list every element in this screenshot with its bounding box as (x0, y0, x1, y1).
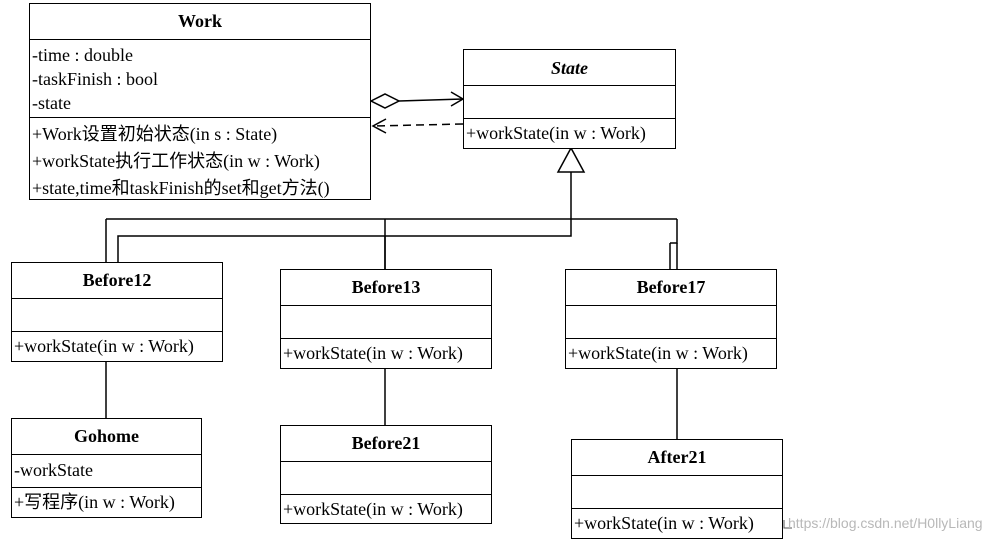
operations-section: +workState(in w : Work) (12, 332, 222, 359)
operation: +workState(in w : Work) (283, 343, 463, 363)
operations-section: +Work设置初始状态(in s : State) +workState执行工作… (30, 118, 370, 202)
attributes-section (572, 476, 782, 509)
operations-section: +写程序(in w : Work) (12, 488, 201, 515)
class-before13: Before13 +workState(in w : Work) (280, 269, 492, 369)
operations-section: +workState(in w : Work) (572, 509, 782, 536)
attribute: -time : double (32, 45, 133, 65)
class-name: Gohome (12, 419, 201, 455)
dependency-line (373, 123, 464, 127)
operations-section: +workState(in w : Work) (281, 495, 491, 522)
generalization-link-before17-inner (670, 219, 678, 244)
generalization-arrowhead (556, 146, 586, 173)
class-before21: Before21 +workState(in w : Work) (280, 425, 492, 524)
operation: +workState(in w : Work) (466, 123, 646, 143)
class-name: Before12 (12, 263, 222, 299)
attributes-section (566, 306, 776, 339)
operation: +workState(in w : Work) (574, 513, 754, 533)
attributes-section (281, 462, 491, 495)
operations-section: +workState(in w : Work) (566, 339, 776, 366)
class-before17: Before17 +workState(in w : Work) (565, 269, 777, 369)
attribute: -workState (14, 460, 93, 480)
generalization-link-before12-inner (117, 219, 572, 262)
attribute: -taskFinish : bool (32, 69, 159, 89)
operation: +写程序(in w : Work) (14, 492, 175, 512)
operation: +workState(in w : Work) (568, 343, 748, 363)
operations-section: +workState(in w : Work) (464, 119, 675, 146)
dependency-arrowhead (371, 118, 387, 134)
class-name: After21 (572, 440, 782, 476)
aggregation-line (398, 98, 464, 102)
class-before12: Before12 +workState(in w : Work) (11, 262, 223, 362)
attributes-section: -workState (12, 455, 201, 488)
watermark: https://blog.csdn.net/H0llyLiang (788, 515, 983, 531)
aggregation-diamond (369, 93, 401, 109)
operation: +workState(in w : Work) (14, 336, 194, 356)
attributes-section (12, 299, 222, 332)
operation: +Work设置初始状态(in s : State) (32, 124, 278, 144)
class-name: Before13 (281, 270, 491, 306)
operation: +state,time和taskFinish的set和get方法() (32, 178, 330, 198)
connector-lines (105, 91, 792, 529)
operations-section: +workState(in w : Work) (281, 339, 491, 366)
attribute: -state (32, 93, 71, 113)
class-state: State +workState(in w : Work) (463, 49, 676, 149)
operation: +workState(in w : Work) (283, 499, 463, 519)
class-name: Work (30, 4, 370, 40)
class-name: State (464, 50, 675, 86)
stray-arrow-icon (783, 520, 792, 529)
class-name: Before21 (281, 426, 491, 462)
class-after21: After21 +workState(in w : Work) (571, 439, 783, 539)
attributes-section: -time : double -taskFinish : bool -state (30, 40, 370, 118)
attributes-section (281, 306, 491, 339)
class-name: Before17 (566, 270, 776, 306)
attributes-section (464, 86, 675, 119)
operation: +workState执行工作状态(in w : Work) (32, 151, 320, 171)
class-work: Work -time : double -taskFinish : bool -… (29, 3, 371, 200)
class-gohome: Gohome -workState +写程序(in w : Work) (11, 418, 202, 518)
